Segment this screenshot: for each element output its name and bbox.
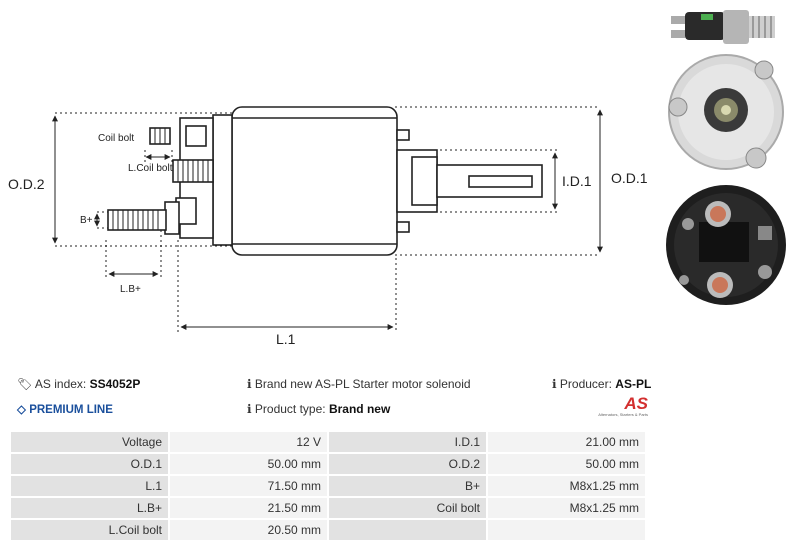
as-index-label: AS index: — [34, 377, 87, 391]
id1-label: I.D.1 — [562, 173, 592, 189]
premium-line: ◇ PREMIUM LINE — [17, 402, 113, 416]
spec-label — [329, 520, 486, 540]
diamond-icon: ◇ — [17, 404, 26, 416]
spec-label: L.1 — [11, 476, 168, 496]
product-type: ℹ Product type: Brand new — [247, 402, 390, 416]
od2-label: O.D.2 — [8, 176, 45, 192]
as-logo: AS Alternators, Starters & Parts — [586, 395, 648, 418]
thread-hatching — [112, 128, 209, 230]
dimension-arrows — [52, 109, 603, 330]
lb-label: L.B+ — [120, 284, 141, 295]
description-text: Brand new AS-PL Starter motor solenoid — [254, 377, 471, 391]
spec-value: M8x1.25 mm — [488, 476, 645, 496]
product-type-label: Product type: — [254, 402, 326, 416]
spec-label: Coil bolt — [329, 498, 486, 518]
spec-label: Voltage — [11, 432, 168, 452]
as-index: 🏷︎ AS index: SS4052P — [17, 377, 140, 391]
as-index-value: SS4052P — [89, 377, 141, 391]
spec-value: 21.50 mm — [170, 498, 327, 518]
table-row: Voltage 12 V I.D.1 21.00 mm — [11, 432, 645, 452]
spec-value: 20.50 mm — [170, 520, 327, 540]
product-type-value: Brand new — [328, 402, 391, 416]
od1-label: O.D.1 — [611, 170, 648, 186]
spec-value: M8x1.25 mm — [488, 498, 645, 518]
premium-line-label: PREMIUM LINE — [29, 404, 113, 416]
logo-tagline: Alternators, Starters & Parts — [598, 412, 648, 417]
spec-label: O.D.1 — [11, 454, 168, 474]
spec-label: I.D.1 — [329, 432, 486, 452]
bplus-label: B+ — [80, 215, 93, 226]
table-row: L.Coil bolt 20.50 mm — [11, 520, 645, 540]
producer: ℹ Producer: AS-PL — [552, 377, 651, 391]
spec-label: B+ — [329, 476, 486, 496]
tag-icon: 🏷︎ — [17, 377, 33, 391]
solenoid-outline — [107, 106, 543, 256]
lcoil-bolt-label: L.Coil bolt — [128, 163, 173, 174]
producer-label: Producer: — [559, 377, 612, 391]
spec-value: 71.50 mm — [170, 476, 327, 496]
table-row: O.D.1 50.00 mm O.D.2 50.00 mm — [11, 454, 645, 474]
info-icon: ℹ — [247, 402, 252, 416]
extension-lines — [55, 106, 600, 333]
spec-value: 50.00 mm — [488, 454, 645, 474]
spec-value: 50.00 mm — [170, 454, 327, 474]
technical-drawing: O.D.2 O.D.1 I.D.1 L.1 L.B+ B+ Coil bolt … — [8, 106, 648, 347]
producer-value: AS-PL — [615, 377, 652, 391]
coil-bolt-label: Coil bolt — [98, 133, 134, 144]
product-photo-side — [671, 10, 775, 44]
logo-text: AS — [624, 394, 648, 413]
spec-label: O.D.2 — [329, 454, 486, 474]
spec-value: 21.00 mm — [488, 432, 645, 452]
description: ℹ Brand new AS-PL Starter motor solenoid — [247, 377, 471, 391]
specs-table: Voltage 12 V I.D.1 21.00 mm O.D.1 50.00 … — [9, 430, 647, 542]
table-row: L.B+ 21.50 mm Coil bolt M8x1.25 mm — [11, 498, 645, 518]
info-icon: ℹ — [247, 377, 252, 391]
product-photo-front — [668, 54, 784, 170]
product-photo-rear — [666, 185, 786, 305]
spec-label: L.B+ — [11, 498, 168, 518]
l1-label: L.1 — [276, 331, 296, 347]
spec-value — [488, 520, 645, 540]
spec-label: L.Coil bolt — [11, 520, 168, 540]
spec-value: 12 V — [170, 432, 327, 452]
info-icon: ℹ — [552, 377, 557, 391]
table-row: L.1 71.50 mm B+ M8x1.25 mm — [11, 476, 645, 496]
